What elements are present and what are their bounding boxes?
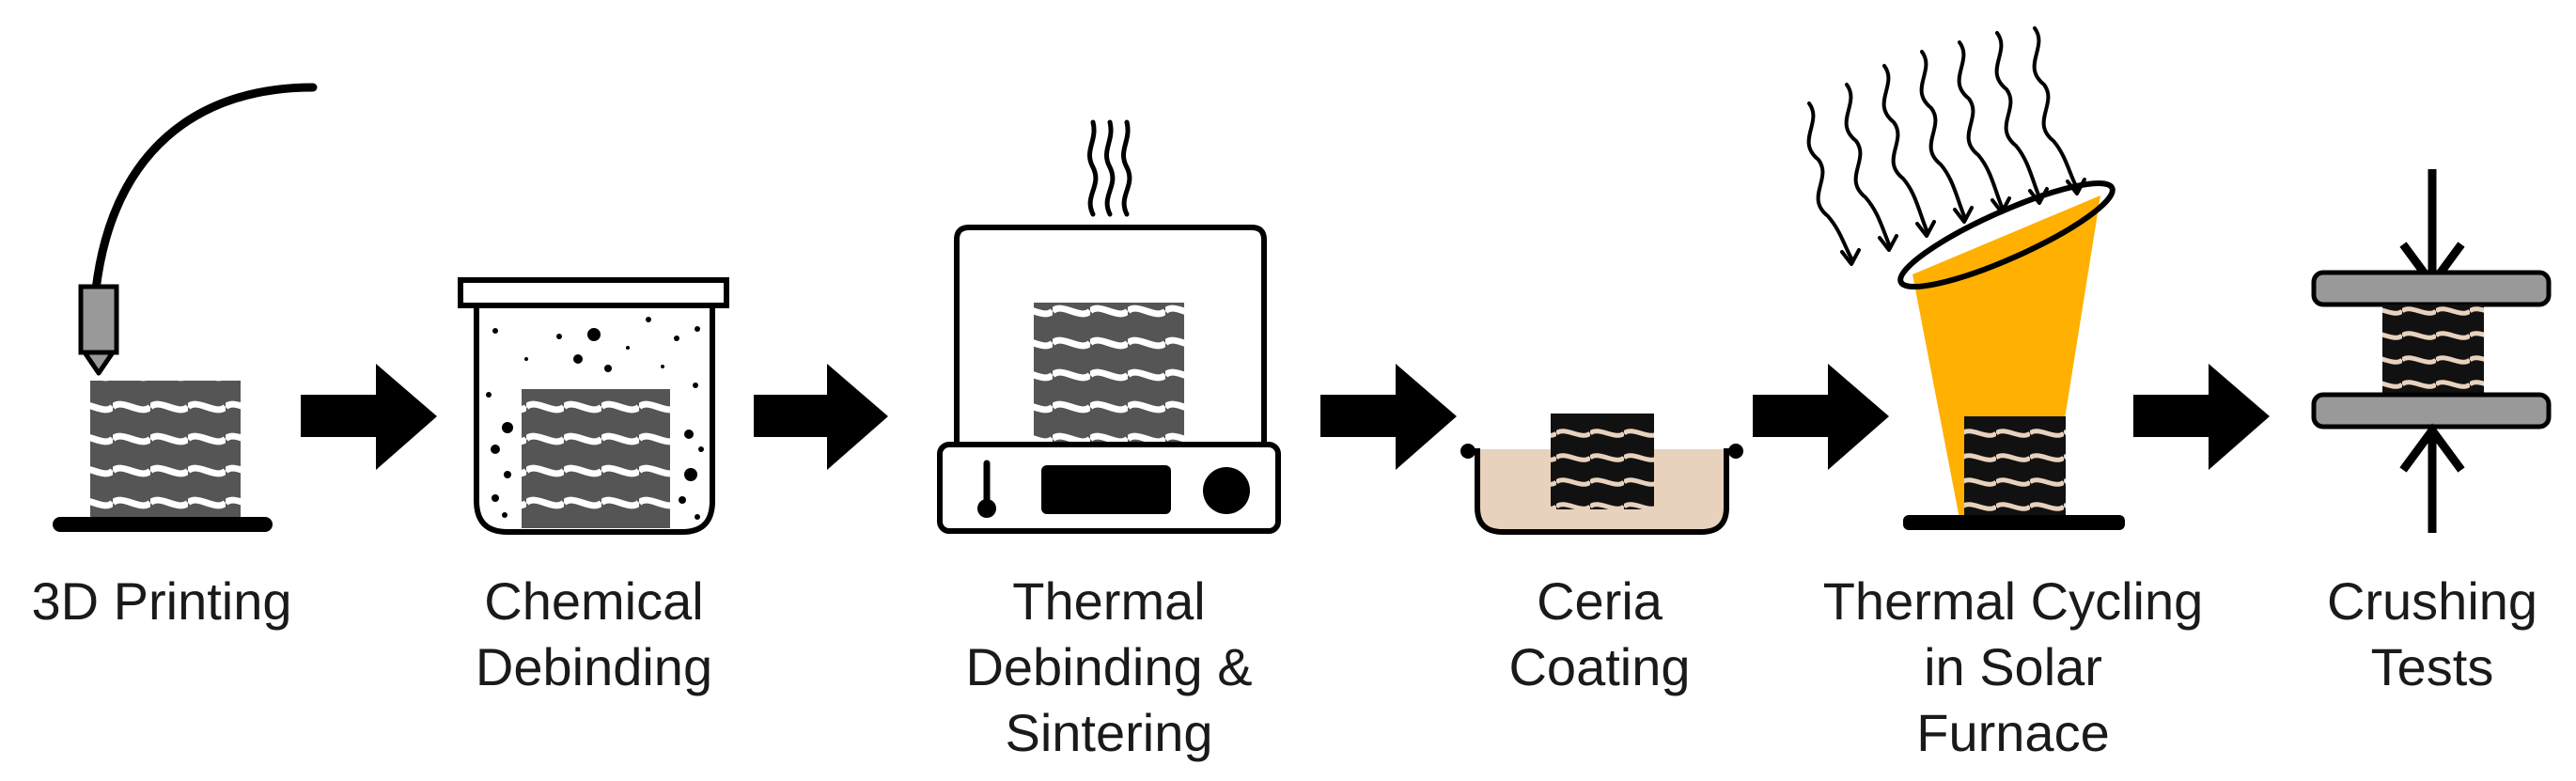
filament-feed-line [91, 83, 318, 294]
print-nozzle-tip [82, 350, 116, 376]
label-line: Thermal [1012, 571, 1206, 631]
dish-rim-left [1460, 444, 1475, 459]
thermometer-icon [977, 460, 996, 518]
label-line: Tests [2370, 637, 2494, 696]
furnace-oven-icon [937, 119, 1281, 534]
step-label-crushing-tests: Crushing Tests [2291, 569, 2573, 700]
step-label-thermal-debinding: Thermal Debinding & Sintering [945, 569, 1273, 766]
dish-rim-right [1728, 444, 1743, 459]
solvent-beaker-icon [458, 277, 729, 535]
printed-lattice-part [90, 381, 241, 520]
label-line: Chemical [484, 571, 704, 631]
solar-furnace-sample [1964, 416, 2066, 518]
beaker-lid [458, 277, 729, 308]
solar-concentrator-icon [1806, 26, 2125, 530]
incoming-sunlight-rays [1806, 26, 2079, 260]
crush-test-sample [2382, 305, 2484, 395]
step-label-chemical-debinding: Chemical Debinding [453, 569, 735, 700]
heat-fume-lines [1086, 119, 1132, 217]
solvent-bubbles [486, 317, 704, 520]
label-line: Debinding [475, 637, 713, 696]
load-arrow-bottom-head [2399, 423, 2465, 473]
furnace-display-panel [1041, 465, 1171, 514]
label-line: Coating [1508, 637, 1691, 696]
3d-printer-nozzle-icon [53, 83, 318, 532]
solar-furnace-platform [1903, 515, 2125, 530]
coated-lattice-part [1551, 414, 1654, 509]
debinding-lattice-part [522, 389, 670, 528]
flow-arrow-1 [301, 364, 437, 470]
coating-bath-icon [1460, 414, 1743, 535]
label-line: Sintering [1005, 703, 1213, 762]
upper-press-plate [2311, 270, 2552, 307]
label-line: in Solar [1924, 637, 2102, 696]
flow-arrow-2 [754, 364, 888, 470]
label-line: Debinding & [965, 637, 1253, 696]
lower-press-plate [2311, 392, 2552, 430]
label-line: Crushing [2326, 571, 2538, 631]
label-line: Furnace [1916, 703, 2110, 762]
fresnel-lens-concentrator [1897, 180, 2115, 289]
flow-arrow-4 [1753, 364, 1889, 470]
furnace-control-knob [1203, 467, 1250, 514]
sintering-lattice-part [1034, 303, 1184, 444]
step-label-thermal-cycling: Thermal Cycling in Solar Furnace [1806, 569, 2220, 766]
label-line: 3D Printing [31, 571, 292, 631]
flow-arrow-5 [2133, 364, 2270, 470]
step-label-3d-printing: 3D Printing [21, 569, 303, 634]
print-bed [53, 517, 273, 532]
label-line: Thermal Cycling [1822, 571, 2204, 631]
coating-dish [1465, 448, 1739, 535]
compression-press-icon [2311, 169, 2552, 533]
label-line: Ceria [1537, 571, 1663, 631]
step-label-ceria-coating: Ceria Coating [1459, 569, 1741, 700]
flow-arrow-3 [1320, 364, 1457, 470]
print-nozzle-body [78, 284, 119, 355]
